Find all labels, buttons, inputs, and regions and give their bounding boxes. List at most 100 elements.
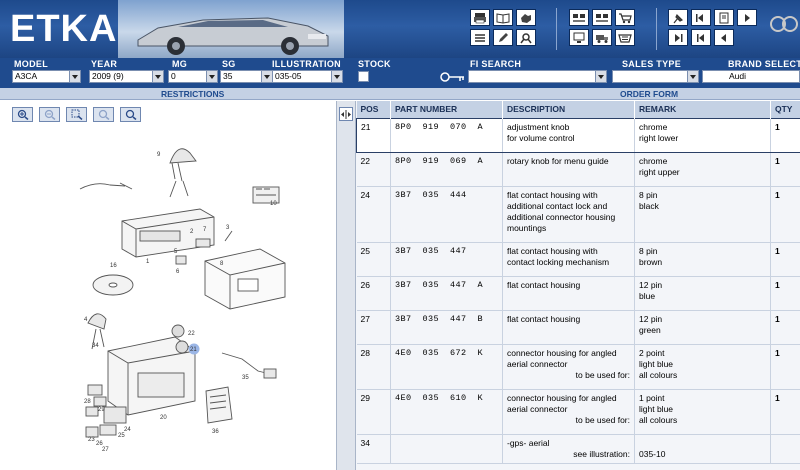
remark-line: chrome — [639, 121, 668, 132]
zoom-fit-icon[interactable] — [93, 107, 114, 122]
mg-select[interactable]: 0 — [168, 70, 207, 83]
remark-line: ​ — [639, 438, 766, 449]
qty-cell — [770, 434, 800, 464]
illustration-dropdown-arrow[interactable] — [331, 70, 343, 83]
search-icon[interactable] — [120, 107, 141, 122]
first-page-icon[interactable] — [691, 9, 711, 26]
toolbar-group-print — [470, 9, 536, 46]
sg-select[interactable]: 35 — [220, 70, 262, 83]
pane-divider[interactable] — [336, 101, 356, 470]
year-select[interactable]: 2009 (9) — [89, 70, 153, 83]
illustration-select[interactable]: 035-05 — [272, 70, 332, 83]
pos-cell: 25 — [356, 242, 391, 277]
parts-catalog-icon[interactable] — [569, 9, 589, 26]
cart-icon[interactable] — [615, 9, 635, 26]
forward-icon[interactable] — [714, 29, 734, 46]
pos-cell: 22 — [356, 152, 391, 187]
stock-checkbox[interactable] — [358, 71, 369, 82]
resize-split-icon[interactable] — [339, 107, 353, 121]
qty-cell: 1 — [770, 186, 800, 243]
mg-label: MG — [172, 59, 188, 69]
description-cell: flat contact housing — [502, 310, 635, 345]
callout-label: 34 — [92, 343, 99, 349]
list-icon[interactable] — [470, 29, 490, 46]
section-title-bar: RESTRICTIONS ORDER FORM — [0, 88, 800, 100]
print-icon[interactable] — [470, 9, 490, 26]
remark-line: chrome — [639, 155, 668, 166]
brand-selection-select[interactable]: Audi — [702, 70, 800, 83]
exploded-parts-diagram[interactable]: 9 10 2 7 3 1 5 6 8 16 4 22 21 35 34 28 2… — [0, 101, 336, 470]
pos-cell: 28 — [356, 344, 391, 390]
illustration-pane: 9 10 2 7 3 1 5 6 8 16 4 22 21 35 34 28 2… — [0, 101, 336, 470]
zoom-in-icon[interactable] — [12, 107, 33, 122]
qty-cell: 1 — [770, 276, 800, 311]
fi-search-label: FI SEARCH — [470, 59, 522, 69]
hand-icon[interactable] — [516, 9, 536, 26]
basket-icon[interactable] — [615, 29, 635, 46]
pencil-icon[interactable] — [493, 29, 513, 46]
model-dropdown-arrow[interactable] — [69, 70, 81, 83]
vehicle-banner-image — [118, 0, 344, 58]
prev-page-icon[interactable] — [714, 9, 734, 26]
description-line: flat contact housing with — [507, 189, 598, 200]
fi-search-input[interactable] — [468, 70, 596, 83]
year-dropdown-arrow[interactable] — [152, 70, 164, 83]
tools-icon[interactable] — [516, 29, 536, 46]
truck-icon[interactable] — [592, 29, 612, 46]
next-page-icon[interactable] — [737, 9, 757, 26]
callout-label: 20 — [160, 415, 167, 421]
skip-back-icon[interactable] — [668, 29, 688, 46]
pos-cell: 26 — [356, 276, 391, 311]
remark-line: 8 pin — [639, 189, 658, 200]
callout-label: 22 — [188, 331, 195, 337]
remark-column-header[interactable]: REMARK — [634, 101, 771, 118]
callout-label: 36 — [212, 429, 219, 435]
callout-label: 26 — [96, 441, 103, 447]
remark-line: 12 pin — [639, 313, 663, 324]
fi-search-dropdown-arrow[interactable] — [595, 70, 607, 83]
pin-icon[interactable] — [668, 9, 688, 26]
back-icon[interactable] — [691, 29, 711, 46]
brand-selection-label: BRAND SELECTION — [728, 59, 800, 69]
remark-line: 8 pin — [639, 245, 658, 256]
zoom-toolbar — [12, 107, 141, 122]
callout-label: 35 — [242, 375, 249, 381]
compare-icon[interactable] — [592, 9, 612, 26]
description-column-header[interactable]: DESCRIPTION — [502, 101, 635, 118]
model-select[interactable]: A3CA — [12, 70, 70, 83]
remark-line: right lower — [639, 132, 679, 143]
description-line: rotary knob for menu guide — [507, 155, 609, 166]
part-number-cell: 3B7 035 447 — [390, 242, 503, 277]
sales-type-select[interactable] — [612, 70, 688, 83]
zoom-out-icon[interactable] — [39, 107, 60, 122]
sales-type-dropdown-arrow[interactable] — [687, 70, 699, 83]
stock-label: STOCK — [358, 59, 391, 69]
mg-dropdown-arrow[interactable] — [206, 70, 218, 83]
book-icon[interactable] — [493, 9, 513, 26]
part-number-column-header[interactable]: PART NUMBER — [390, 101, 503, 118]
computer-icon[interactable] — [569, 29, 589, 46]
brand-rings-logo — [768, 16, 800, 40]
qty-cell: 1 — [770, 152, 800, 187]
zoom-area-icon[interactable] — [66, 107, 87, 122]
pos-column-header[interactable]: POS — [356, 101, 391, 118]
qty-cell: 1 — [770, 242, 800, 277]
qty-column-header[interactable]: QTY — [770, 101, 800, 118]
